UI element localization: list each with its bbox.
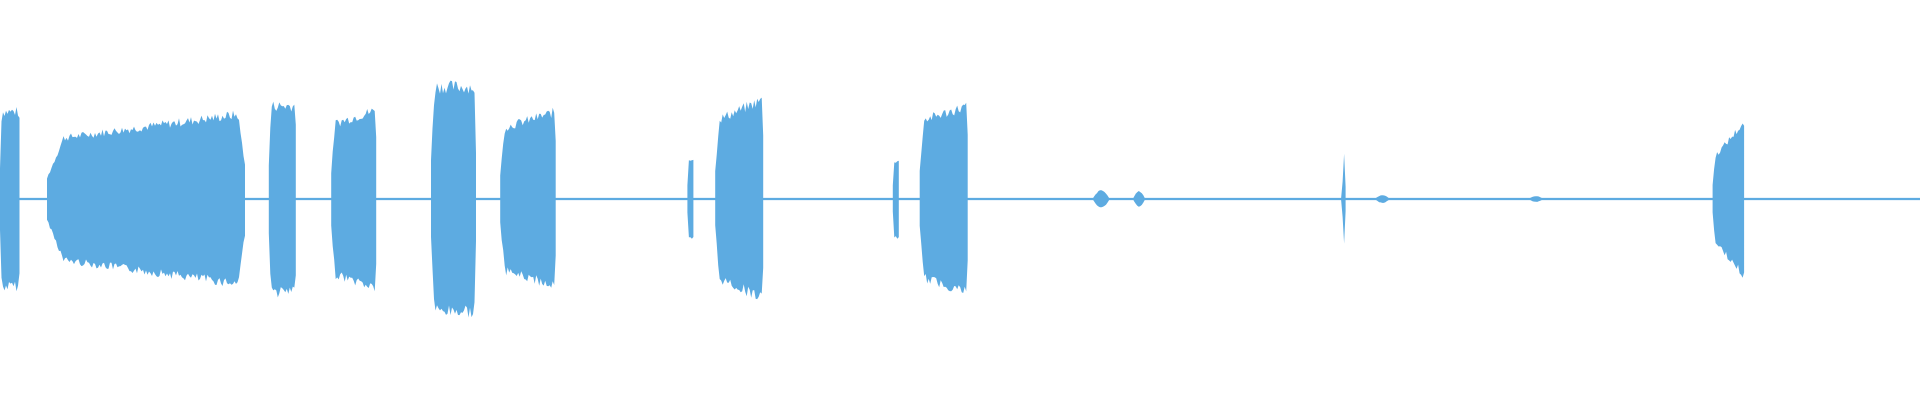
waveform-clip-3[interactable] — [268, 101, 296, 298]
waveform-clip-4[interactable] — [331, 108, 377, 292]
waveform-clip-5[interactable] — [431, 80, 476, 318]
waveform-clip-13[interactable] — [1341, 153, 1346, 244]
waveform-clip-7[interactable] — [687, 159, 694, 239]
waveform-clip-15[interactable] — [1528, 196, 1544, 202]
waveform-clip-16[interactable] — [1712, 123, 1745, 278]
waveform-clip-14[interactable] — [1374, 195, 1390, 203]
waveform-clip-1[interactable] — [0, 107, 20, 292]
waveform-clip-6[interactable] — [500, 107, 556, 288]
waveform-clip-2[interactable] — [47, 110, 245, 286]
waveform-clip-10[interactable] — [919, 102, 968, 293]
waveform-clip-8[interactable] — [715, 97, 764, 300]
waveform-clip-12[interactable] — [1132, 191, 1145, 207]
waveform-clip-11[interactable] — [1092, 190, 1110, 208]
waveform-clip-9[interactable] — [892, 160, 899, 239]
